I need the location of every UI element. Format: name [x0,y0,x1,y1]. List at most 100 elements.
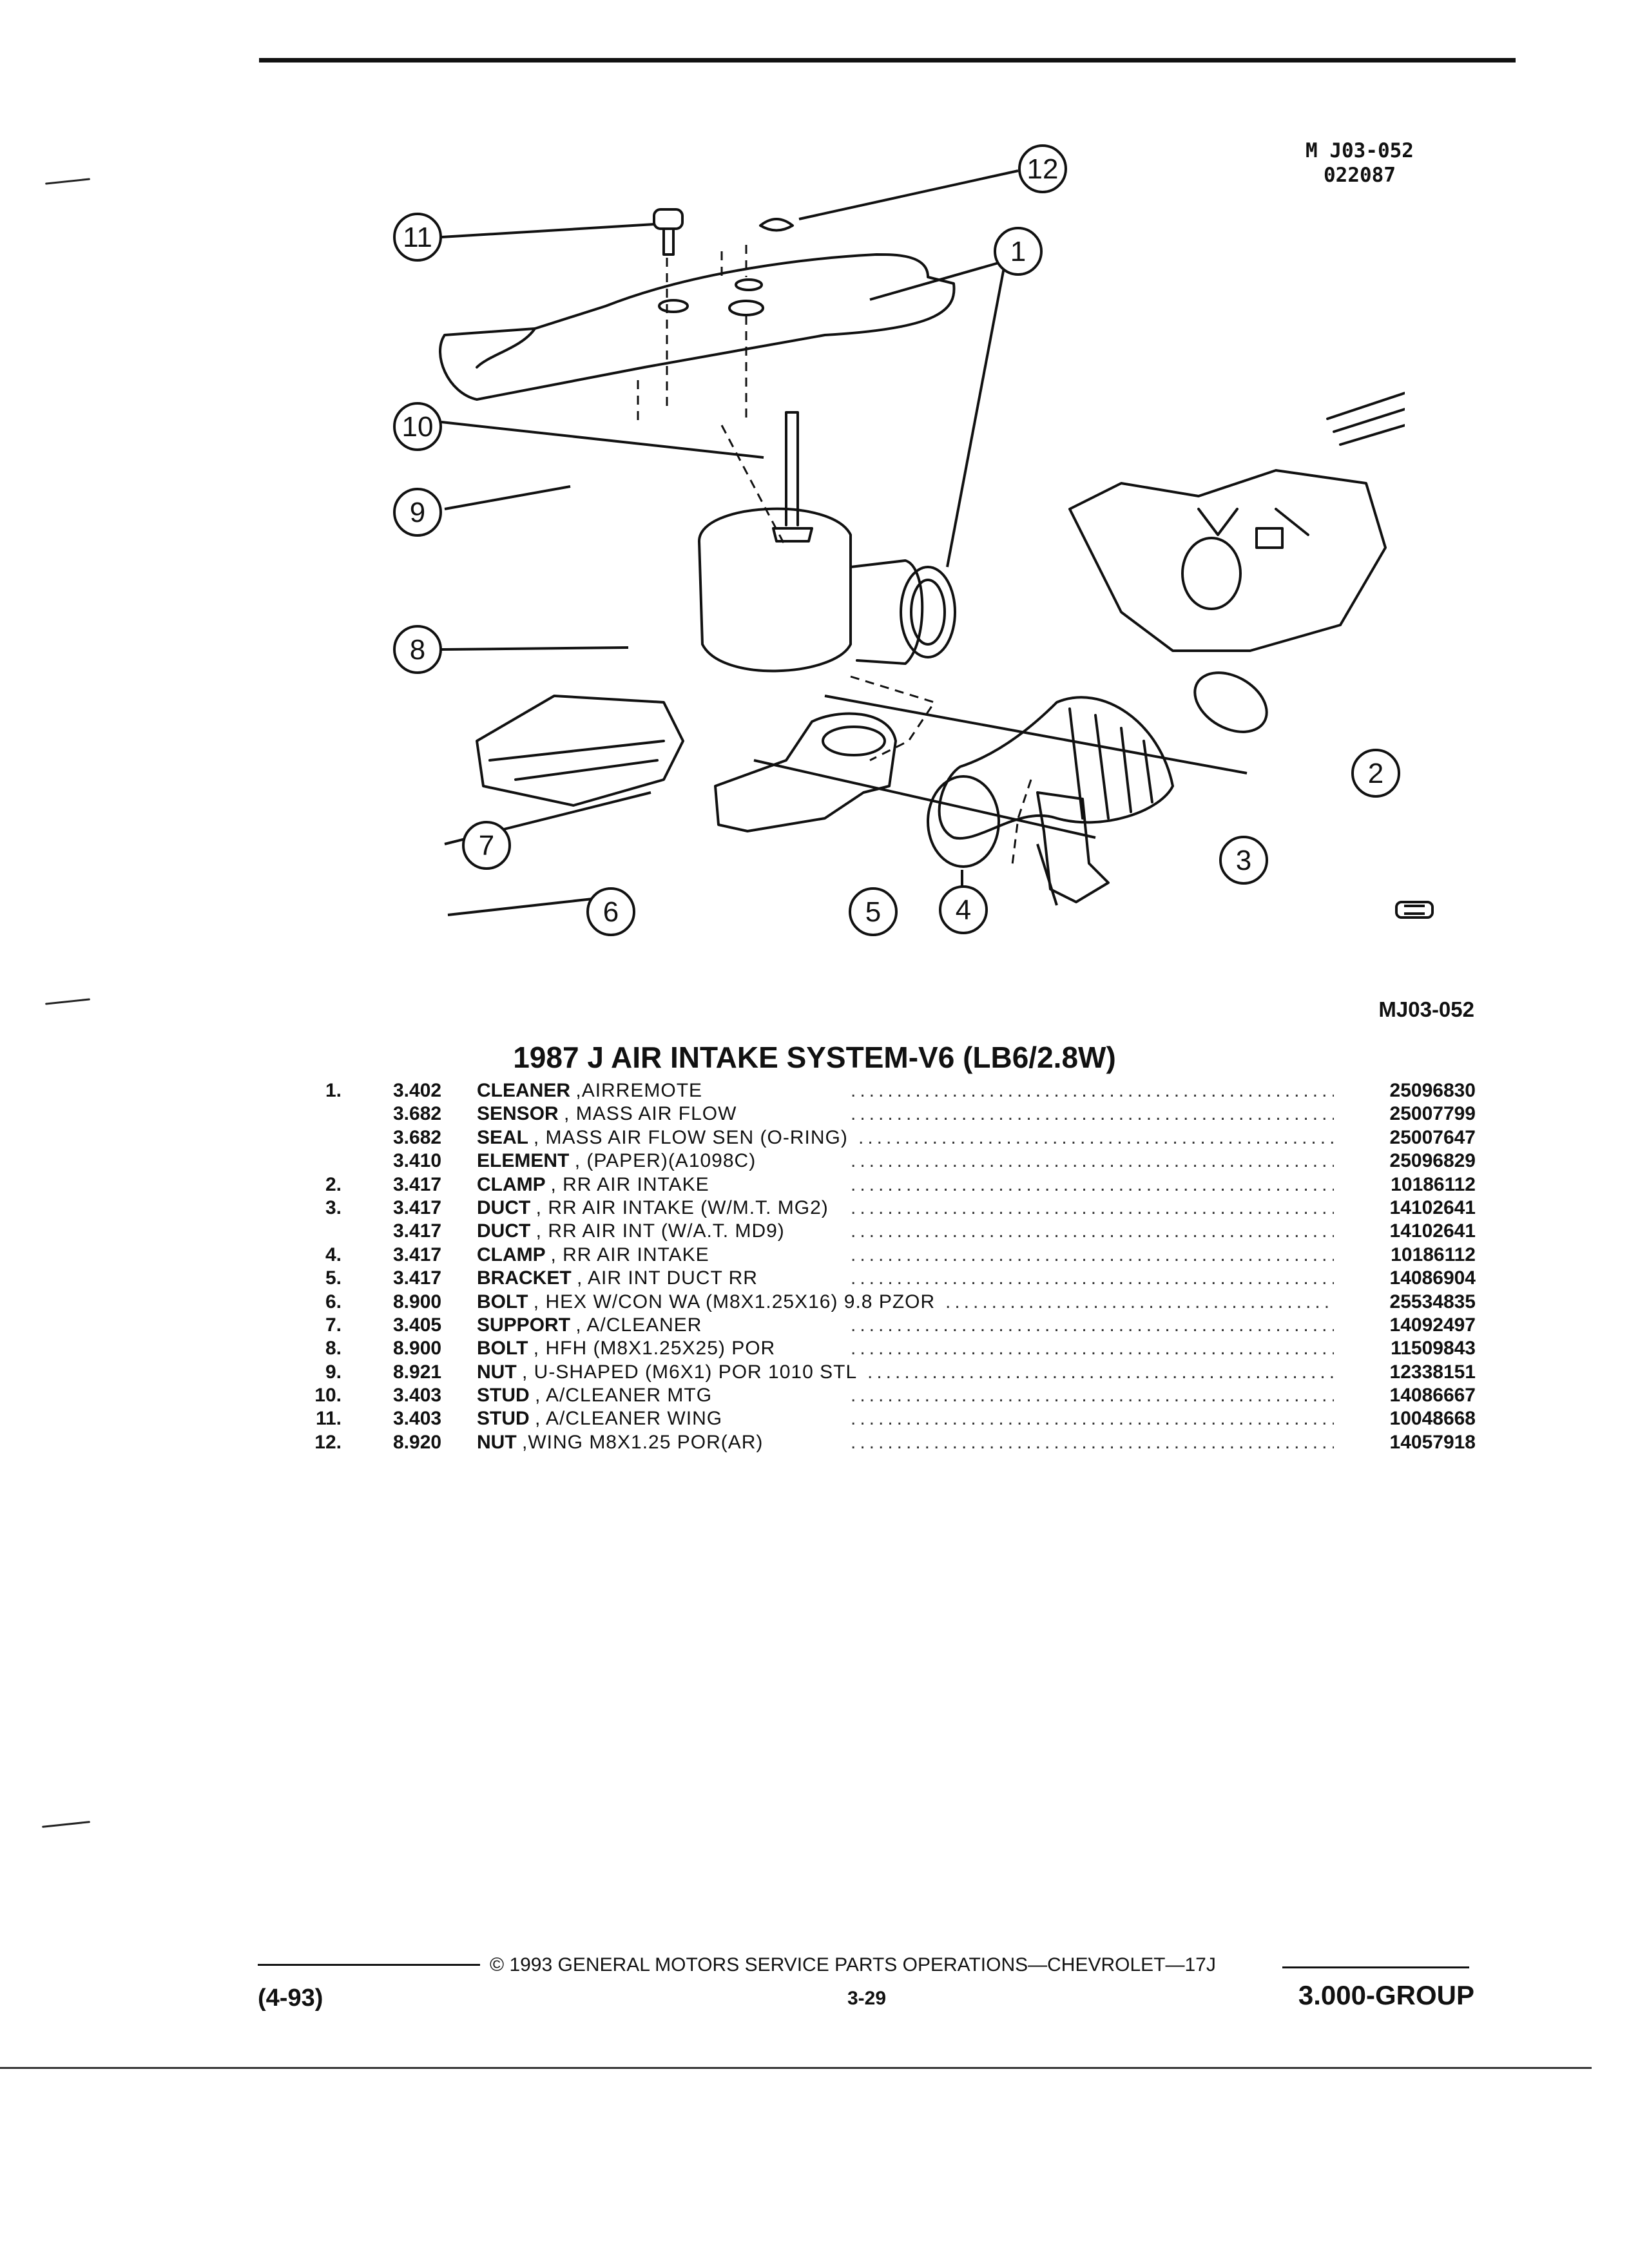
gm-logo [1395,901,1434,919]
intake-duct [938,696,1174,840]
mounting-bracket [714,712,897,832]
leader-dots: ........................................… [851,1220,1334,1242]
air-cleaner-lid [439,253,956,401]
group-number: 3.403 [393,1408,442,1430]
part-noun: DUCT [477,1220,531,1242]
part-number: 12338151 [1389,1361,1476,1383]
part-noun: BOLT [477,1338,528,1360]
part-noun: CLAMP [477,1173,546,1195]
svg-text:3: 3 [1236,845,1251,876]
illustration-code-id: M J03-052 [1306,139,1414,162]
leader-dots: ........................................… [851,1244,1334,1265]
leader-dots: ........................................… [851,1150,1334,1172]
margin-mark [45,178,90,185]
part-noun: CLAMP [477,1244,546,1265]
lid-hole [728,300,764,316]
item-number: 7. [325,1314,342,1336]
part-name: BOLT , HFH (M8X1.25X25) POR [477,1337,775,1360]
callout-5: 5 [849,887,898,936]
svg-text:1: 1 [1010,236,1026,267]
leader-dots: ........................................… [945,1291,1334,1312]
lid-hole [658,299,689,313]
part-description: , (PAPER)(A1098C) [574,1150,757,1172]
part-noun: SENSOR [477,1103,559,1125]
group-number: 3.417 [393,1244,442,1265]
part-name: STUD , A/CLEANER WING [477,1407,722,1430]
group-number: 8.900 [393,1291,442,1312]
margin-mark [45,998,90,1005]
svg-text:7: 7 [479,830,494,861]
page-title: 1987 J AIR INTAKE SYSTEM-V6 (LB6/2.8W) [513,1041,1116,1074]
svg-text:2: 2 [1368,758,1383,789]
part-name: CLAMP , RR AIR INTAKE [477,1244,709,1267]
svg-text:8: 8 [410,634,425,666]
item-number: 11. [315,1408,342,1430]
leader-dots: ........................................… [851,1338,1334,1360]
figure-reference: MJ03-052 [1378,997,1474,1021]
part-noun: NUT [477,1361,517,1383]
callout-12: 12 [1018,144,1067,193]
part-description: , AIR INT DUCT RR [577,1267,758,1289]
part-description: , U-SHAPED (M6X1) POR 1010 STL [522,1361,858,1383]
part-name: CLAMP , RR AIR INTAKE [477,1173,709,1196]
part-name: SEAL , MASS AIR FLOW SEN (O-RING) [477,1126,848,1149]
duct-bracket [1036,791,1110,903]
part-number: 10048668 [1389,1408,1476,1430]
part-description: , RR AIR INTAKE [550,1173,709,1195]
leader-dots: ........................................… [851,1173,1334,1195]
callout-10: 10 [393,402,442,451]
part-name: BOLT , HEX W/CON WA (M8X1.25X16) 9.8 PZO… [477,1291,935,1314]
page-number: 3-29 [847,1988,887,2009]
illustration-code: M J03-052 022087 [1282,139,1437,187]
group-number: 3.417 [393,1196,442,1218]
svg-text:5: 5 [865,896,881,928]
item-number: 9. [325,1361,342,1383]
part-noun: DUCT [477,1196,531,1218]
part-name: SUPPORT , A/CLEANER [477,1314,702,1337]
part-name: CLEANER ,AIRREMOTE [477,1079,702,1102]
callout-6: 6 [586,887,635,936]
leader-dots: ........................................… [851,1103,1334,1125]
item-number: 12. [314,1431,342,1453]
duct-clamp-front [1193,671,1268,733]
callout-7: 7 [462,821,511,870]
group-number: 3.682 [393,1103,442,1125]
part-name: BRACKET , AIR INT DUCT RR [477,1267,758,1290]
part-number: 25007647 [1389,1126,1476,1148]
item-number: 6. [325,1291,342,1312]
part-number: 14102641 [1389,1220,1476,1242]
mtg-stud [785,411,799,526]
exploded-parts-diagram: 1 2 3 4 5 6 7 8 9 10 11 12 [393,144,1405,936]
part-number: 14057918 [1389,1431,1476,1453]
leader-dots: ........................................… [867,1361,1334,1383]
group-number: 3.417 [393,1267,442,1289]
mass-air-flow-sensor [900,566,956,658]
part-noun: STUD [477,1385,530,1407]
item-number: 8. [325,1338,342,1360]
leader-dots: ........................................… [851,1314,1334,1336]
part-number: 10186112 [1391,1173,1476,1195]
part-name: NUT ,WING M8X1.25 POR(AR) [477,1431,763,1454]
cleaner-housing [698,507,852,673]
part-description: , HEX W/CON WA (M8X1.25X16) 9.8 PZOR [533,1291,936,1312]
item-number: 4. [325,1244,342,1265]
parts-row: 4. 3.417 CLAMP , RR AIR INTAKE............… [284,1244,1476,1267]
item-number: 2. [325,1173,342,1195]
part-description: ,WING M8X1.25 POR(AR) [522,1431,764,1453]
part-noun: STUD [477,1408,530,1430]
svg-text:6: 6 [603,896,619,928]
part-number: 10186112 [1391,1244,1476,1265]
group-number: 3.682 [393,1126,442,1148]
part-description: , MASS AIR FLOW [564,1103,737,1125]
